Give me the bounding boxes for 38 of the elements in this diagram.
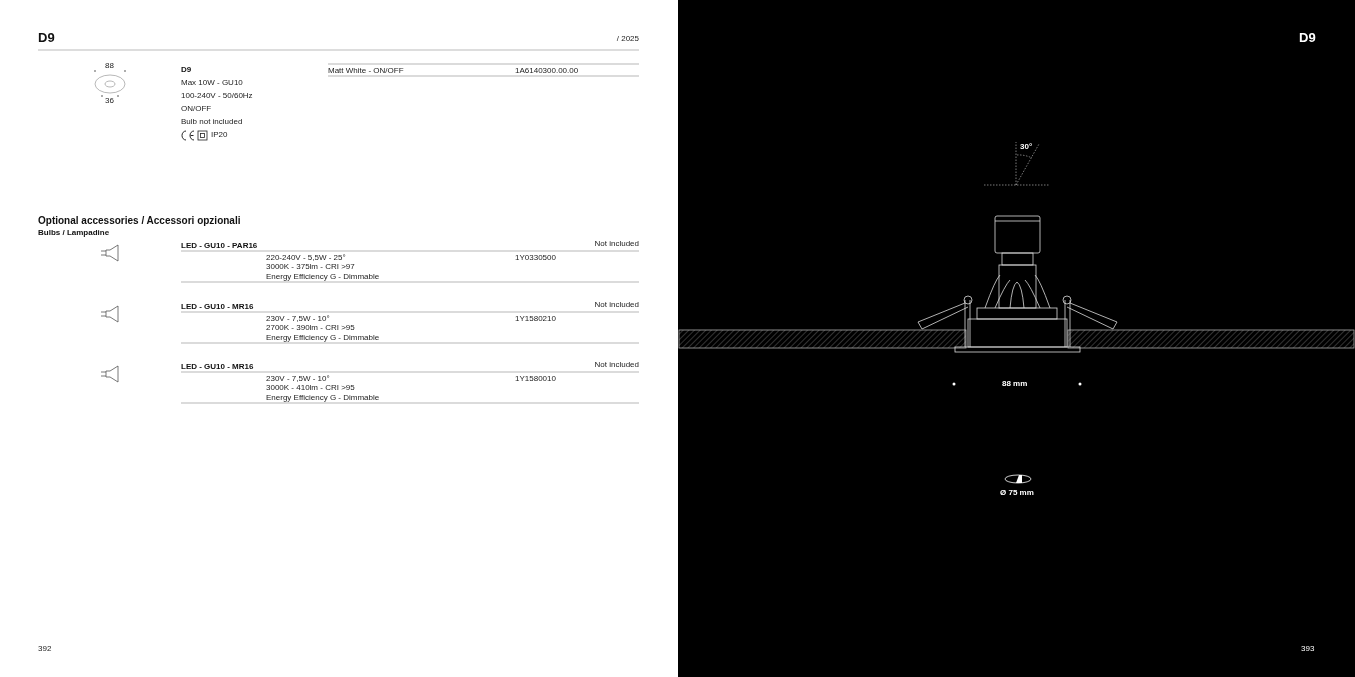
spec-text: Bulb not included bbox=[181, 117, 243, 127]
availability-note: Not included bbox=[594, 360, 639, 370]
page-number: 393 bbox=[1301, 644, 1315, 654]
year-label: / 2025 bbox=[616, 34, 639, 44]
accessory-name: LED - GU10 - MR16 bbox=[181, 302, 254, 312]
availability-note: Not included bbox=[594, 300, 639, 310]
availability-note: Not included bbox=[594, 239, 639, 249]
dimension-label: 88 bbox=[105, 61, 114, 70]
dimension-label: Ø 75 mm bbox=[1000, 488, 1034, 497]
spec-text: 2700K - 390lm - CRI >95 bbox=[266, 323, 355, 333]
dimension-label: 36 bbox=[105, 96, 114, 105]
angle-label: 30° bbox=[1020, 142, 1033, 151]
section-subtitle: Bulbs / Lampadine bbox=[38, 228, 110, 238]
page-number: 392 bbox=[38, 644, 52, 654]
accessory-name: LED - GU10 - PAR16 bbox=[181, 241, 258, 251]
spec-text: Max 10W - GU10 bbox=[181, 78, 243, 88]
ip-rating: IP20 bbox=[211, 130, 228, 140]
finish-cell: Matt White - ON/OFF bbox=[328, 66, 404, 76]
code-cell: 1Y1580010 bbox=[515, 374, 556, 384]
spec-text: 100-240V - 50/60Hz bbox=[181, 91, 253, 101]
dimension-label: 88 mm bbox=[1002, 379, 1028, 388]
code-cell: 1Y0330500 bbox=[515, 253, 556, 263]
spec-text: Energy Efficiency G - Dimmable bbox=[266, 333, 380, 343]
code-cell: 1A6140300.00.00 bbox=[515, 66, 579, 76]
spec-text: 230V - 7,5W - 10° bbox=[266, 314, 330, 324]
spec-text: 3000K - 410lm - CRI >95 bbox=[266, 383, 355, 393]
spec-text: Energy Efficiency G - Dimmable bbox=[266, 393, 380, 403]
spec-text: ON/OFF bbox=[181, 104, 212, 114]
product-name: D9 bbox=[181, 65, 192, 75]
spec-text: 220-240V - 5,5W - 25° bbox=[266, 253, 346, 263]
spec-text: 230V - 7,5W - 10° bbox=[266, 374, 330, 384]
page-title: D9 bbox=[1299, 30, 1316, 45]
section-title: Optional accessories / Accessori opzionali bbox=[38, 215, 241, 227]
code-cell: 1Y1580210 bbox=[515, 314, 556, 324]
accessory-name: LED - GU10 - MR16 bbox=[181, 362, 254, 372]
spec-text: Energy Efficiency G - Dimmable bbox=[266, 272, 380, 282]
spec-text: 3000K - 375lm - CRI >97 bbox=[266, 262, 355, 272]
page-title: D9 bbox=[38, 30, 55, 45]
